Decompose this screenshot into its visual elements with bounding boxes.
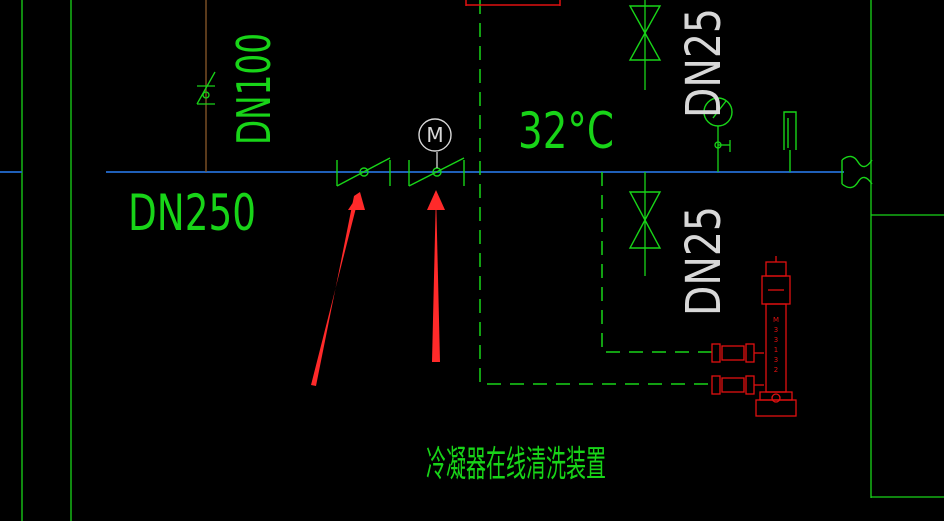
branch-check-valve-icon	[196, 71, 216, 105]
motor-label: M	[426, 123, 443, 147]
flexible-joint-icon	[841, 155, 873, 189]
svg-text:3: 3	[774, 356, 778, 364]
annotation-arrow-1	[311, 192, 365, 386]
gauge-needle	[712, 100, 727, 119]
svg-text:2: 2	[774, 366, 778, 374]
annotation-arrow-2	[427, 190, 445, 362]
lower-valve-size-label: DN25	[676, 206, 732, 316]
cleaning-pump-icon	[711, 256, 797, 417]
svg-text:M: M	[773, 316, 779, 324]
lower-gate-valve-icon	[628, 191, 662, 249]
dashed-return-line	[479, 0, 712, 385]
svg-text:1: 1	[774, 346, 778, 354]
check-valve-1-icon	[336, 157, 391, 187]
upper-gate-valve-icon	[628, 5, 662, 61]
thermometer-well-icon	[783, 111, 797, 172]
svg-text:3: 3	[774, 326, 778, 334]
branch-pipe-size-label: DN100	[227, 33, 281, 145]
upper-valve-size-label: DN25	[676, 8, 732, 118]
main-pipe-size-label: DN250	[128, 184, 256, 242]
device-caption: 冷凝器在线清洗装置	[426, 444, 606, 485]
temperature-label: 32°C	[518, 102, 614, 160]
top-red-device	[465, 0, 561, 6]
motor-icon	[418, 118, 452, 152]
svg-text:3: 3	[774, 336, 778, 344]
pump-markings: M 3 3 1 3 2	[773, 316, 779, 374]
